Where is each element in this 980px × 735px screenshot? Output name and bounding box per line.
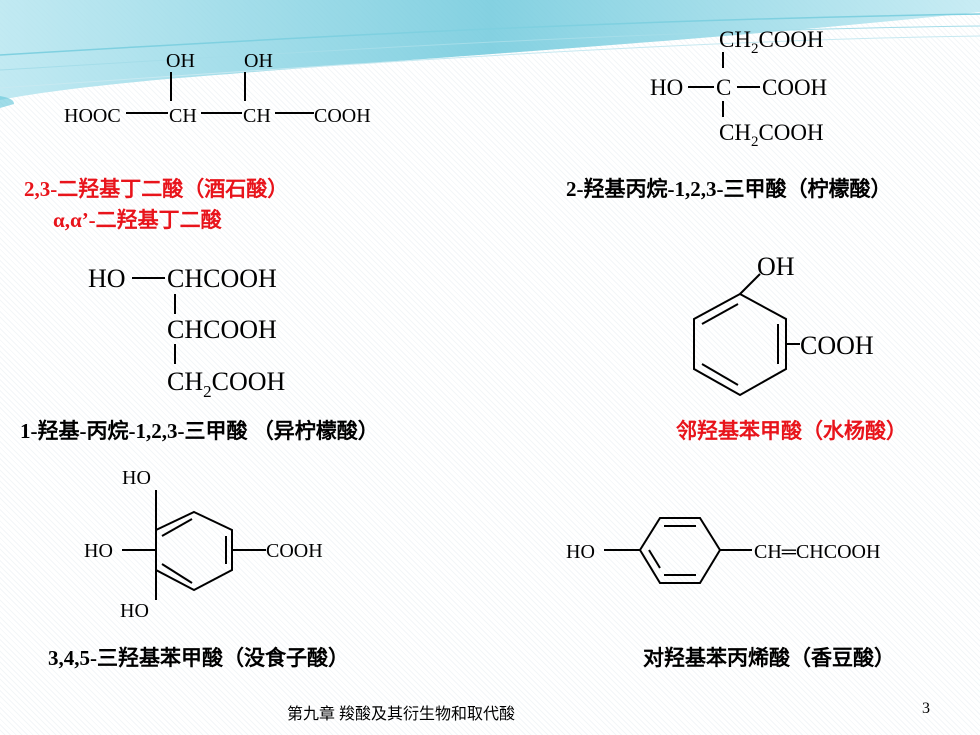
salicylic-oh: OH: [757, 252, 795, 281]
tartaric-oh-2: OH: [244, 50, 273, 72]
gallic-ho-left: HO: [84, 540, 113, 562]
tartaric-ch-2: CH: [243, 105, 271, 127]
citric-acid-name: 2-羟基丙烷-1,2,3-三甲酸（柠檬酸）: [566, 177, 892, 201]
tartaric-cooh: COOH: [314, 105, 371, 127]
salicylic-cooh: COOH: [800, 331, 874, 360]
gallic-acid-name: 3,4,5-三羟基苯甲酸（没食子酸）: [48, 646, 349, 670]
page-number: 3: [922, 700, 930, 717]
citric-mid-cooh: COOH: [762, 75, 827, 100]
citric-acid-structure: CH2COOH HO C COOH CH2COOH: [650, 27, 827, 150]
gallic-ho-bottom: HO: [120, 600, 149, 622]
tartaric-oh-1: OH: [166, 50, 195, 72]
citric-ho: HO: [650, 75, 683, 100]
isocitric-ho: HO: [88, 264, 126, 293]
tartaric-hooc: HOOC: [64, 105, 121, 127]
gallic-cooh: COOH: [266, 540, 323, 562]
gallic-ho-top: HO: [122, 467, 151, 489]
gallic-acid-structure: HO HO HO COOH: [84, 467, 323, 622]
salicylic-acid-name: 邻羟基苯甲酸（水杨酸）: [676, 419, 907, 443]
citric-bottom-ch: CH2COOH: [719, 120, 824, 150]
slide-footer: 第九章 羧酸及其衍生物和取代酸: [287, 706, 516, 723]
isocitric-acid-structure: HO CHCOOH CHCOOH CH2COOH: [88, 264, 286, 401]
citric-c: C: [716, 75, 731, 100]
coumaric-acid-name: 对羟基苯丙烯酸（香豆酸）: [643, 646, 895, 670]
isocitric-acid-name: 1-羟基-丙烷-1,2,3-三甲酸 （异柠檬酸）: [20, 419, 379, 443]
tartaric-acid-name: 2,3-二羟基丁二酸（酒石酸）: [24, 177, 289, 201]
isocitric-line-2: CHCOOH: [167, 315, 277, 344]
salicylic-acid-structure: OH COOH: [693, 252, 874, 397]
coumaric-chain: CH═CHCOOH: [754, 541, 880, 563]
citric-top-ch: CH2COOH: [719, 27, 824, 57]
tartaric-acid-alt-name: α,α’-二羟基丁二酸: [53, 208, 222, 232]
isocitric-line-3: CH2COOH: [167, 367, 286, 401]
tartaric-ch-1: CH: [169, 105, 197, 127]
coumaric-ho: HO: [566, 541, 595, 563]
isocitric-line-1: CHCOOH: [167, 264, 277, 293]
tartaric-acid-structure: OH OH HOOC CH CH COOH: [64, 50, 371, 127]
coumaric-acid-structure: HO CH═CHCOOH: [566, 517, 880, 584]
